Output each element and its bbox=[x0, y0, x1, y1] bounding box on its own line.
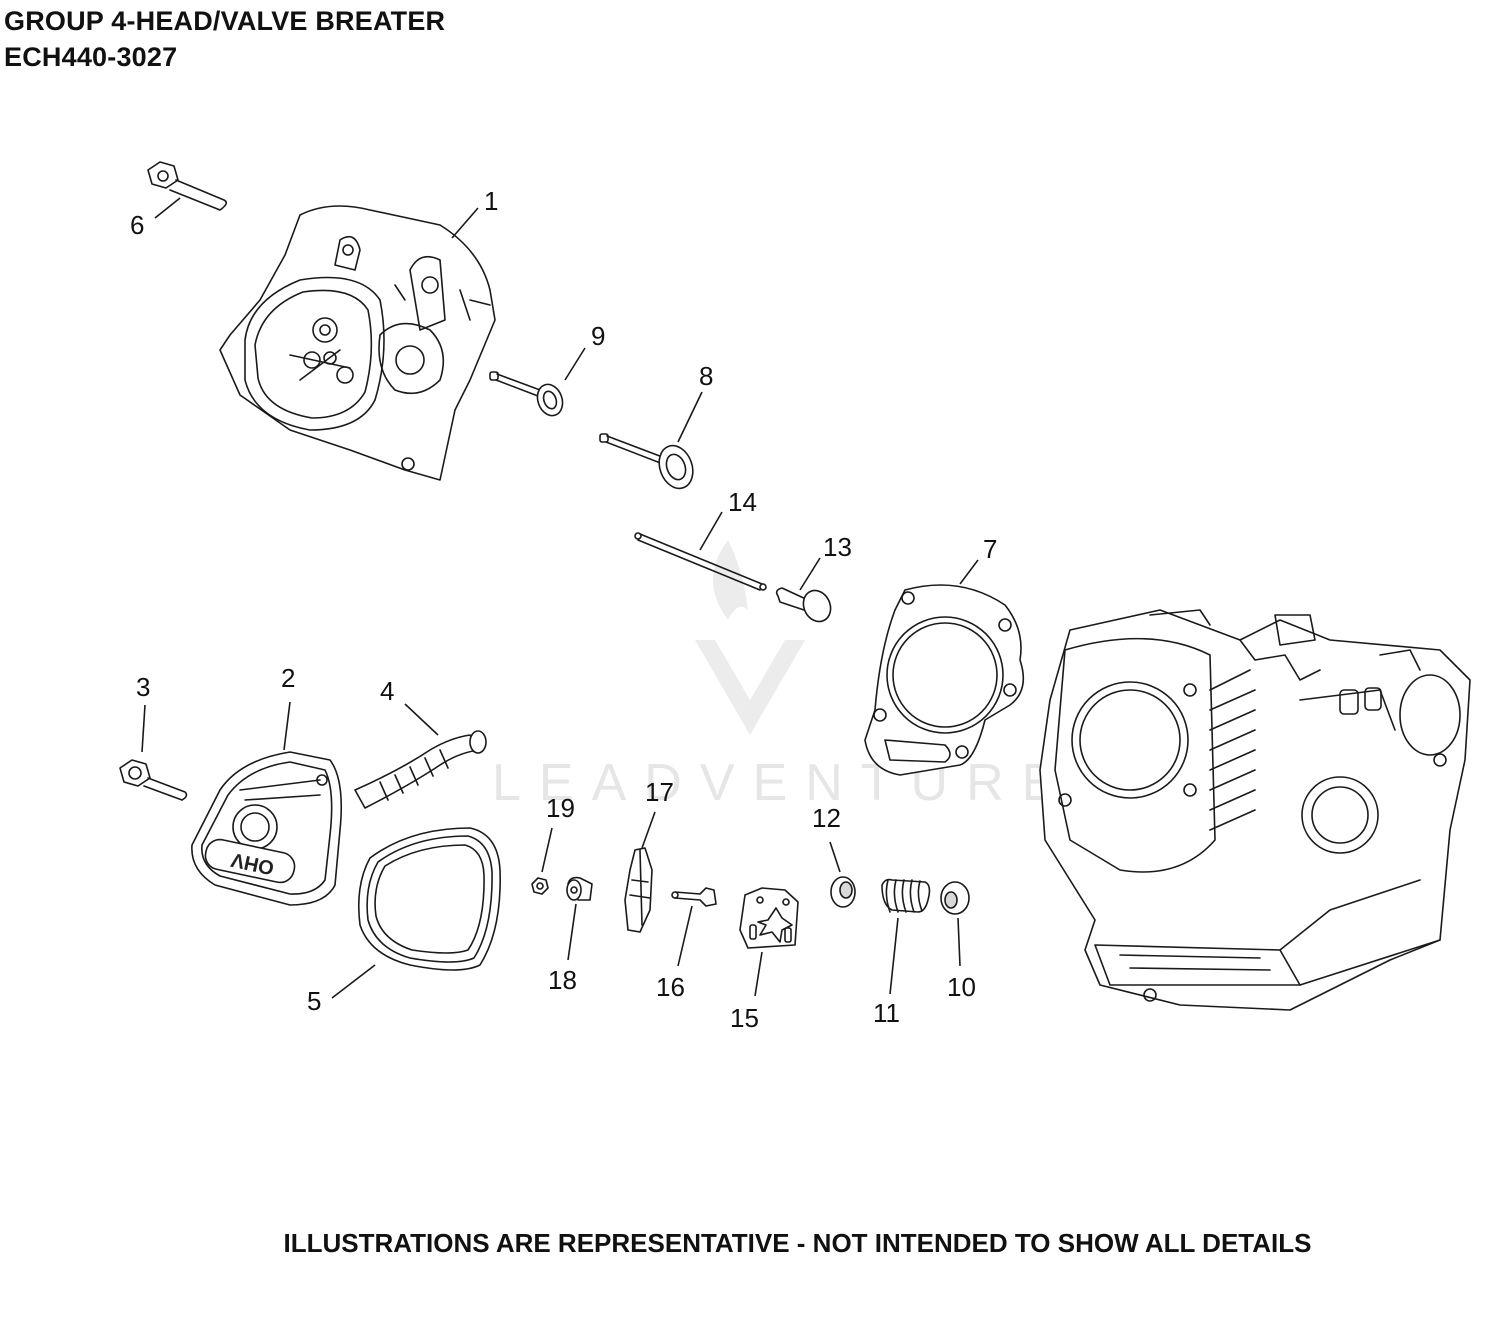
callout-1: 1 bbox=[484, 186, 498, 216]
footer-disclaimer: ILLUSTRATIONS ARE REPRESENTATIVE - NOT I… bbox=[283, 1228, 1312, 1258]
part-5-cover-gasket bbox=[357, 827, 501, 971]
part-14-push-rod bbox=[634, 532, 767, 591]
part-17-rocker-arm bbox=[624, 847, 653, 933]
callout-17: 17 bbox=[645, 777, 674, 807]
part-18-spacer bbox=[566, 876, 593, 901]
model-number: ECH440-3027 bbox=[4, 42, 178, 72]
part-8-valve bbox=[599, 433, 694, 490]
part-19-nut bbox=[531, 877, 549, 895]
callout-16: 16 bbox=[656, 972, 685, 1002]
leader-lines bbox=[141, 197, 979, 999]
callout-6: 6 bbox=[130, 210, 144, 240]
callout-9: 9 bbox=[591, 321, 605, 351]
callout-15: 15 bbox=[730, 1003, 759, 1033]
callout-18: 18 bbox=[548, 965, 577, 995]
callout-5: 5 bbox=[307, 986, 321, 1016]
callout-10: 10 bbox=[947, 972, 976, 1002]
callout-7: 7 bbox=[983, 534, 997, 564]
part-11-valve-spring bbox=[881, 878, 931, 913]
part-1-cylinder-head bbox=[219, 205, 496, 481]
part-13-tappet bbox=[775, 587, 832, 623]
watermark-text: LEADVENTURE bbox=[492, 754, 1074, 812]
crankcase-block bbox=[1039, 609, 1471, 1011]
part-6-bolt bbox=[147, 161, 228, 211]
diagram-title: GROUP 4-HEAD/VALVE BREATER bbox=[4, 6, 446, 36]
callout-11: 11 bbox=[873, 998, 900, 1028]
callout-2: 2 bbox=[281, 663, 295, 693]
callout-3: 3 bbox=[136, 672, 150, 702]
part-9-valve bbox=[489, 371, 564, 417]
part-4-breather-hose bbox=[354, 730, 487, 809]
part-15-guide-plate bbox=[739, 887, 799, 949]
part-16-stud bbox=[671, 887, 717, 907]
part-10-valve-cap bbox=[940, 881, 970, 915]
callout-labels: 1 2 3 4 5 6 7 8 9 10 11 12 13 14 15 16 1… bbox=[130, 186, 997, 1033]
part-7-head-gasket bbox=[864, 584, 1025, 776]
callout-19: 19 bbox=[546, 793, 575, 823]
callout-12: 12 bbox=[812, 803, 841, 833]
part-12-retainer bbox=[830, 876, 856, 908]
callout-14: 14 bbox=[728, 487, 757, 517]
part-3-bolt bbox=[119, 759, 188, 801]
callout-8: 8 bbox=[699, 361, 713, 391]
callout-13: 13 bbox=[823, 532, 852, 562]
callout-4: 4 bbox=[380, 676, 394, 706]
part-2-valve-cover: OHV bbox=[191, 751, 343, 906]
